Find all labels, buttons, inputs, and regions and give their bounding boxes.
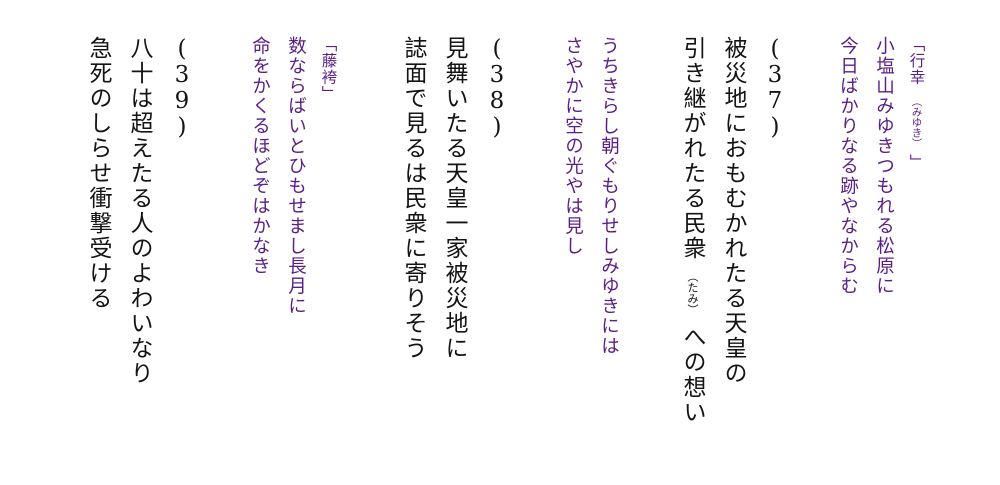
poem-line-2-37: さやかに空の光やは見し: [562, 36, 584, 256]
body-line-2-38: 誌面で見るは民衆に寄りそう: [400, 36, 426, 361]
poem-title-ruby: （みゆき）: [910, 95, 923, 149]
poem-title-fujibakama: 「藤袴」: [319, 36, 338, 102]
poem-title-miyuki: 「行幸 （みゆき） 」: [907, 36, 926, 171]
body-line-2-37-b: への想い: [679, 325, 705, 425]
section-number-37: (37): [762, 36, 788, 140]
poem-line-1-miyuki: 小塩山みゆきつもれる松原に: [873, 36, 895, 296]
poem-line-2-38: 命をかくるほどぞはかなき: [249, 36, 271, 276]
section-number-38: (38): [484, 36, 510, 140]
body-line-2-37-a: 引き継がれたる民衆: [679, 36, 705, 261]
poem-line-2-miyuki: 今日ばかりなる跡やなからむ: [837, 36, 859, 296]
body-line-2-39: 急死のしらせ衝撃受ける: [85, 36, 111, 311]
poem-line-1-37: うちきらし朝ぐもりせしみゆきには: [598, 36, 620, 356]
poem-title-close: 」: [907, 154, 926, 171]
section-number-39: (39): [169, 36, 195, 140]
poem-title-text: 「行幸: [907, 36, 926, 86]
body-line-2-37: 引き継がれたる民衆 （たみ） への想い: [679, 36, 705, 425]
poem-line-1-38: 数ならばいとひもせまし長月に: [285, 36, 307, 316]
body-line-2-37-ruby: （たみ）: [686, 271, 699, 315]
body-line-1-39: 八十は超えたる人のよわいなり: [126, 36, 152, 386]
body-line-1-38: 見舞いたる天皇一家被災地に: [441, 36, 467, 361]
body-line-1-37: 被災地におもむかれたる天皇の: [720, 36, 746, 386]
